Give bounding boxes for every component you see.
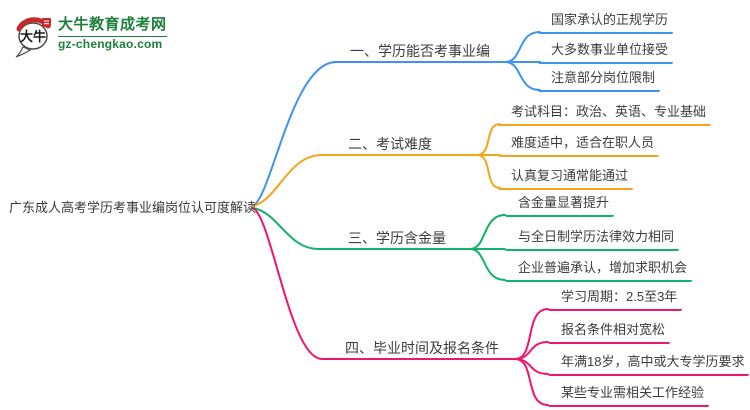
leaf-node: 大多数事业单位接受: [538, 40, 674, 64]
leaf-node: 某些专业需相关工作经验: [548, 383, 710, 407]
leaf-node: 年满18岁，高中或大专学历要求: [548, 352, 750, 376]
leaf-node: 认真复习通常能通过: [498, 166, 634, 190]
leaf-node: 与全日制学历法律效力相同: [505, 227, 680, 251]
branch-label-1: 一、学历能否考事业编: [350, 43, 490, 59]
branch-label-3: 三、学历含金量: [348, 230, 446, 246]
root-topic: 广东成人高考学历考事业编岗位认可度解读: [8, 200, 256, 215]
leaf-node: 学习周期：2.5至3年: [548, 287, 683, 311]
leaf-node: 难度适中，适合在职人员: [498, 133, 660, 157]
leaf-node: 报名条件相对宽松: [548, 320, 671, 344]
leaf-node: 国家承认的正规学历: [538, 10, 674, 34]
seal-mark: [44, 23, 49, 25]
logo: 大牛 大牛教育成考网 gz-chengkao.com: [14, 12, 167, 58]
branch-label-4: 四、毕业时间及报名条件: [345, 340, 499, 356]
logo-text-block: 大牛教育成考网 gz-chengkao.com: [58, 12, 167, 51]
bubble-calligraphy-text: 大牛: [20, 29, 46, 44]
seal-mark: [44, 20, 49, 22]
branch-label-2: 二、考试难度: [348, 136, 432, 152]
leaf-node: 考试科目：政治、英语、专业基础: [498, 102, 712, 126]
branch-3-lines: [252, 207, 506, 281]
branch-1-lines: [252, 31, 541, 207]
leaf-node: 含金量显著提升: [505, 193, 615, 217]
logo-divider: [58, 36, 167, 37]
logo-subtitle: gz-chengkao.com: [58, 37, 163, 51]
branch-2-lines: [252, 123, 501, 207]
bubble-tail: [15, 46, 32, 58]
bubble-body: [18, 22, 48, 50]
leaf-node: 注意部分岗位限制: [538, 68, 661, 92]
red-seal: [42, 18, 51, 27]
logo-title: 大牛教育成考网: [58, 16, 167, 33]
leaf-node: 企业普遍承认，增加求职机会: [505, 258, 693, 282]
daniu-speech-bubble-icon: 大牛: [15, 17, 51, 58]
branch-4-lines: [252, 207, 549, 406]
